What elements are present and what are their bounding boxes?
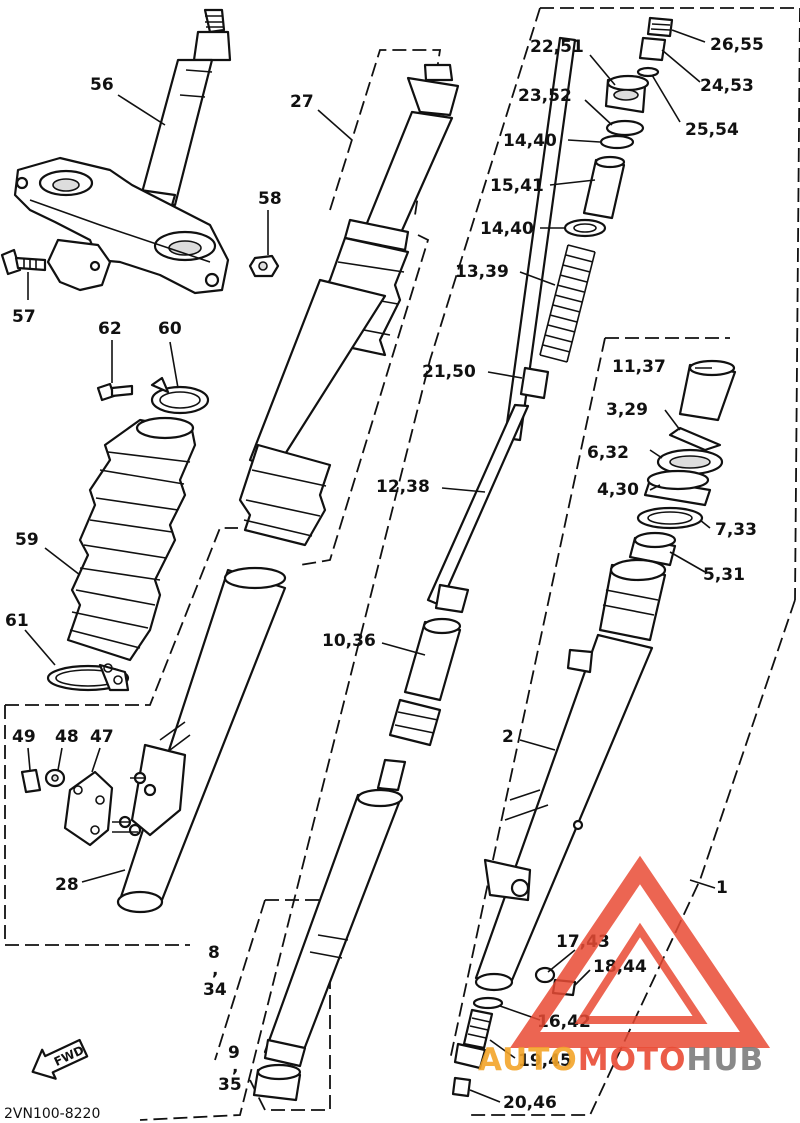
watermark-moto: MOTO	[578, 1042, 687, 1078]
boot-band-60	[150, 376, 210, 415]
callout-4-30: 4,30	[597, 480, 639, 500]
callout-22-51: 22,51	[530, 37, 584, 57]
collar-22-51	[604, 74, 650, 114]
cap-bolt-26-55	[646, 16, 674, 38]
callout-25-54: 25,54	[685, 120, 739, 140]
group-boxes	[4, 7, 800, 1121]
watermark-hub: HUB	[686, 1042, 764, 1078]
fwd-arrow: FWD	[31, 1038, 89, 1080]
callout-23-52: 23,52	[518, 86, 572, 106]
callout-13-39: 13,39	[455, 262, 509, 282]
callout-12-38: 12,38	[376, 477, 430, 497]
cylinder-10-36	[376, 617, 462, 792]
callout-8: 8	[208, 943, 220, 963]
callout-20-46: 20,46	[503, 1093, 557, 1113]
callout-57: 57	[12, 307, 36, 327]
bushing-9-35	[252, 1063, 302, 1102]
callout-27: 27	[290, 92, 314, 112]
diagram-code: 2VN100-8220	[4, 1106, 100, 1122]
callout-47: 47	[90, 727, 114, 747]
ring-23-52	[605, 119, 645, 137]
watermark-logo	[509, 855, 771, 1048]
callout-6-32: 6,32	[587, 443, 629, 463]
washer-14-40-upper	[599, 134, 635, 150]
callout-8-separator: ,	[212, 960, 218, 980]
callout-62: 62	[98, 319, 122, 339]
callout-5-31: 5,31	[703, 565, 745, 585]
steering-stem	[134, 8, 232, 214]
screw-62	[96, 382, 134, 402]
nut-48	[44, 768, 66, 788]
callout-21-50: 21,50	[422, 362, 476, 382]
callout-56: 56	[90, 75, 114, 95]
damper-rod	[426, 36, 577, 614]
watermark-auto: AUTO	[478, 1042, 578, 1078]
inner-tube-8-34	[263, 788, 404, 1068]
callout-11-37: 11,37	[612, 357, 666, 377]
oring-25-54	[636, 66, 660, 78]
callout-61: 61	[5, 611, 29, 631]
washer-14-40-lower	[563, 218, 607, 238]
callout-34: 34	[203, 980, 227, 1000]
callout-14-40-upper: 14,40	[503, 131, 557, 151]
nut-21-50	[519, 366, 550, 400]
callout-9-separator: ,	[232, 1057, 238, 1077]
callout-1: 1	[716, 878, 728, 898]
callout-35: 35	[218, 1075, 242, 1095]
bolt-19-45	[453, 1008, 494, 1070]
nut-58	[248, 254, 280, 278]
callout-58: 58	[258, 189, 282, 209]
spacer-15-41	[582, 155, 626, 220]
gasket-16-42	[472, 996, 504, 1010]
callout-28: 28	[55, 875, 79, 895]
callout-26-55: 26,55	[710, 35, 764, 55]
callout-59: 59	[15, 530, 39, 550]
callout-48: 48	[55, 727, 79, 747]
callout-60: 60	[158, 319, 182, 339]
outer-tube-28	[112, 566, 287, 914]
boot-band-61	[46, 663, 130, 692]
fork-seal-group	[628, 359, 737, 567]
watermark-text: AUTOMOTOHUB	[478, 1042, 764, 1078]
callout-24-53: 24,53	[700, 76, 754, 96]
outer-tube-2	[474, 558, 667, 992]
under-bracket	[13, 156, 230, 295]
fork-boot-59	[66, 416, 197, 662]
axle-holder-47	[63, 770, 114, 847]
callout-16-42: 16,42	[537, 1012, 591, 1032]
callout-9: 9	[228, 1043, 240, 1063]
leader-lines	[24, 29, 716, 1103]
bolt-20-46	[451, 1076, 472, 1098]
inner-tube-27	[238, 63, 460, 547]
bolt-57	[0, 248, 47, 276]
callout-14-40-lower: 14,40	[480, 219, 534, 239]
callout-10-36: 10,36	[322, 631, 376, 651]
callout-49: 49	[12, 727, 36, 747]
callout-7-33: 7,33	[715, 520, 757, 540]
cap-nut-49	[20, 768, 42, 794]
collar-24-53	[638, 36, 667, 62]
callout-3-29: 3,29	[606, 400, 648, 420]
callout-labels: 56 27 58 57 62 60 59 61 49 48 47 28 8 , …	[5, 35, 764, 1113]
callout-19-45: 19,45	[518, 1051, 572, 1071]
spring-13-39	[539, 244, 596, 363]
callout-2: 2	[502, 727, 514, 747]
callout-15-41: 15,41	[490, 176, 544, 196]
